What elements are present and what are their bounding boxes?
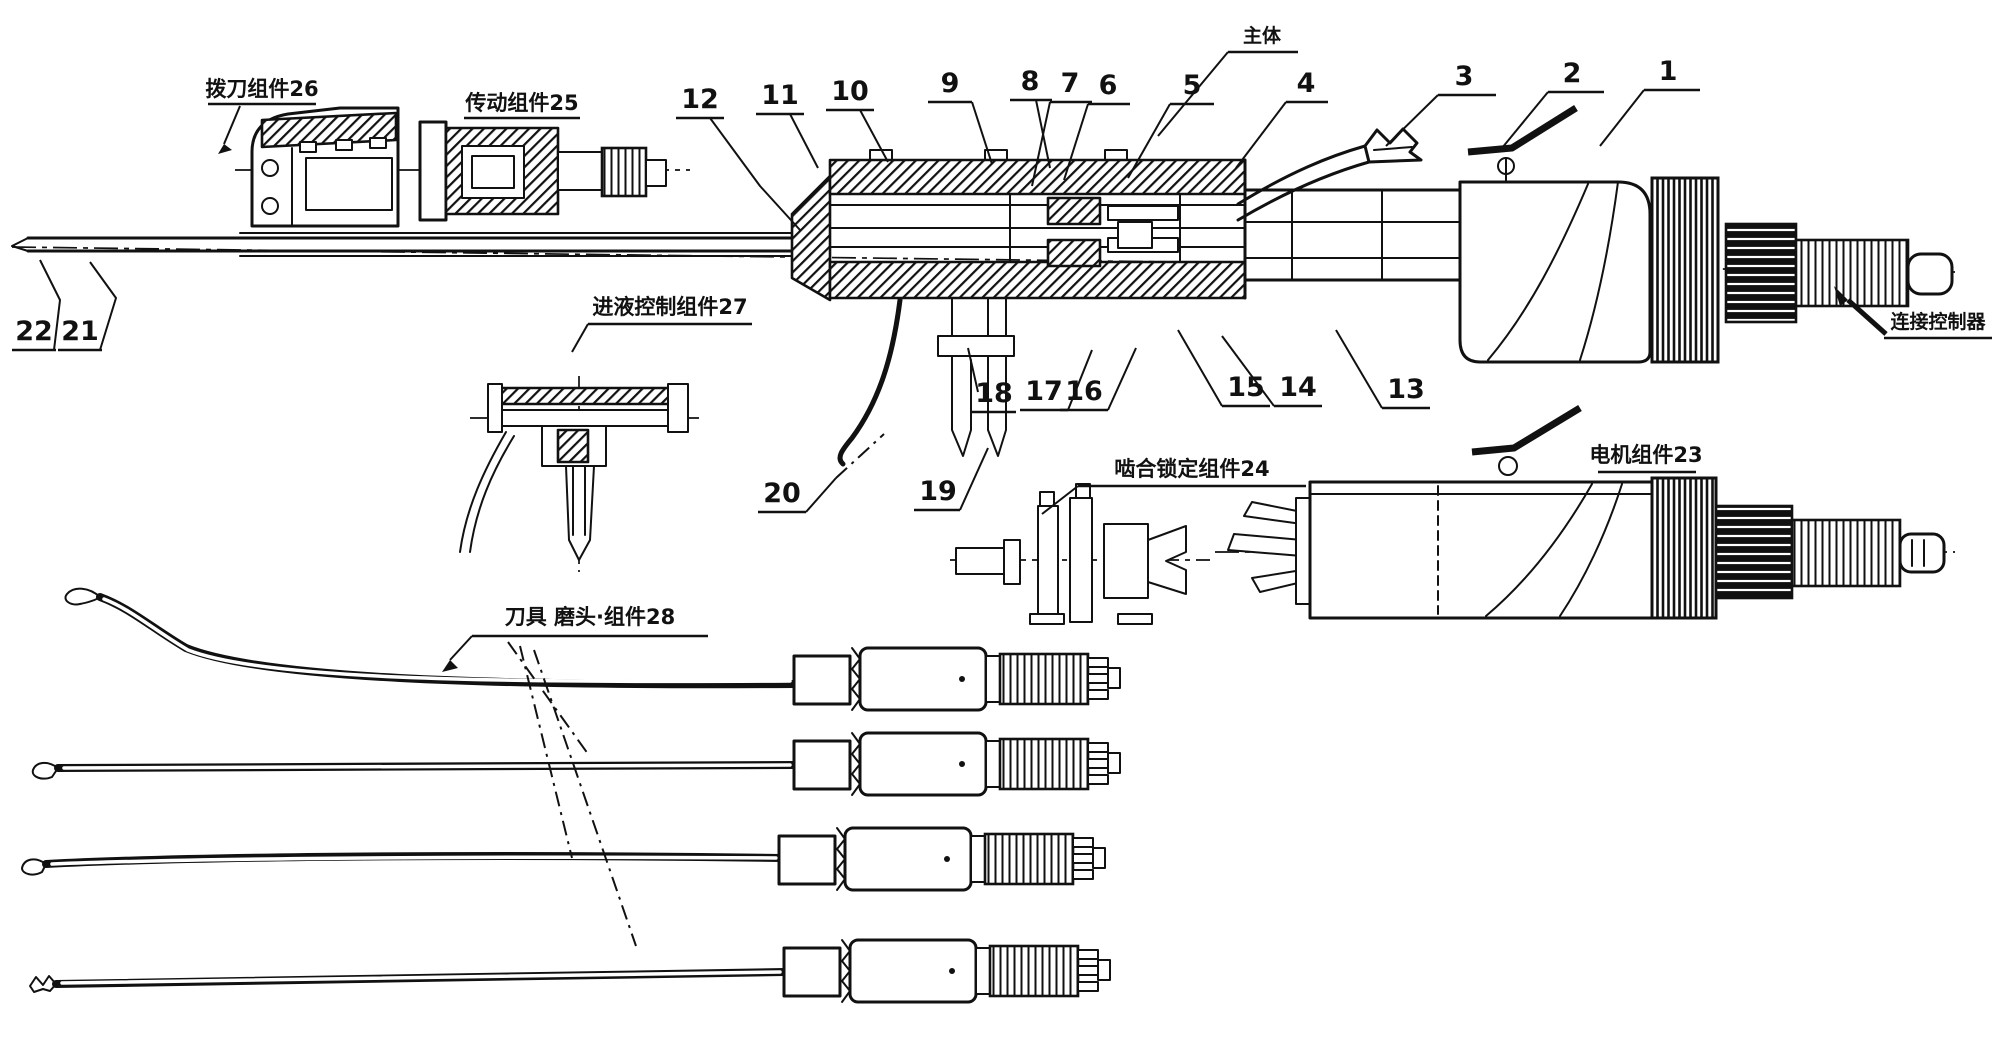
outer-tube-drawing — [11, 232, 820, 257]
cutter-row-1 — [64, 587, 1122, 712]
label-blade-change-assembly: 拨刀组件26 — [205, 77, 318, 101]
callout-11: 11 — [761, 80, 799, 111]
transmission-assembly-drawing — [418, 120, 667, 222]
cutter-set-drawing — [21, 587, 1122, 1004]
callout-19: 19 — [919, 476, 957, 507]
label-main-body: 主体 — [1243, 24, 1282, 47]
callout-14: 14 — [1279, 372, 1317, 403]
label-transmission-assembly: 传动组件25 — [464, 91, 578, 115]
callout-13: 13 — [1387, 374, 1425, 405]
motor-assembly-drawing — [1215, 405, 1955, 620]
fluid-control-assembly-drawing — [459, 376, 700, 572]
knurled-ring-drawing — [1650, 176, 1720, 364]
callout-20: 20 — [763, 478, 801, 509]
label-engagement-lock-assembly: 啮合锁定组件24 — [1114, 457, 1269, 481]
callout-6: 6 — [1099, 70, 1118, 101]
blade-change-assembly-drawing — [235, 106, 690, 228]
callout-12: 12 — [681, 84, 719, 115]
motor-lever-drawing — [1471, 405, 1582, 456]
callout-7: 7 — [1061, 68, 1080, 99]
callout-4: 4 — [1297, 68, 1316, 99]
callout-5: 5 — [1183, 70, 1202, 101]
mid-cylinder-drawing — [1243, 188, 1462, 282]
housing-drawing — [790, 149, 1247, 302]
lever-drawing — [1467, 105, 1578, 156]
under-housing-parts-drawing — [837, 297, 1015, 467]
label-fluid-control-assembly: 进液控制组件27 — [592, 295, 747, 319]
hook-part-20 — [837, 297, 903, 467]
blade-tip — [11, 237, 29, 252]
threaded-section-drawing — [1724, 222, 1798, 324]
component-labels: 主体 拨刀组件26 传动组件25 进液控制组件27 啮合锁定组件24 电机组件2… — [205, 24, 1992, 947]
callout-9: 9 — [941, 68, 960, 99]
callout-1: 1 — [1659, 56, 1678, 87]
callout-15: 15 — [1227, 372, 1265, 403]
handpiece-drawing — [1458, 105, 1954, 364]
connector-tip-drawing — [1906, 252, 1954, 296]
engagement-lock-assembly-drawing — [950, 483, 1210, 625]
hose-drawing — [459, 431, 507, 553]
callout-21: 21 — [61, 316, 99, 347]
label-controller-link: 连接控制器 — [1890, 310, 1986, 333]
callout-18: 18 — [975, 378, 1013, 409]
ribbed-connector-drawing — [1794, 238, 1910, 308]
callouts: 1 2 3 4 5 6 7 8 9 10 11 12 13 14 15 16 1… — [12, 56, 1700, 514]
callout-8: 8 — [1021, 66, 1040, 97]
label-cutter-set: 刀具 磨头·组件28 — [505, 605, 676, 629]
main-assembly-drawing — [11, 105, 1956, 467]
cutter-row-3 — [21, 826, 1107, 892]
callout-17: 17 — [1025, 376, 1063, 407]
motor-lever-pivot — [1498, 456, 1518, 476]
callout-2: 2 — [1563, 58, 1582, 89]
cutter-row-2 — [31, 731, 1122, 797]
cutter-row-4 — [29, 938, 1112, 1004]
callout-10: 10 — [831, 76, 869, 107]
suction-tube-drawing — [1236, 127, 1423, 222]
label-motor-assembly: 电机组件23 — [1589, 443, 1702, 467]
callout-22: 22 — [15, 316, 53, 347]
callout-3: 3 — [1455, 61, 1474, 92]
